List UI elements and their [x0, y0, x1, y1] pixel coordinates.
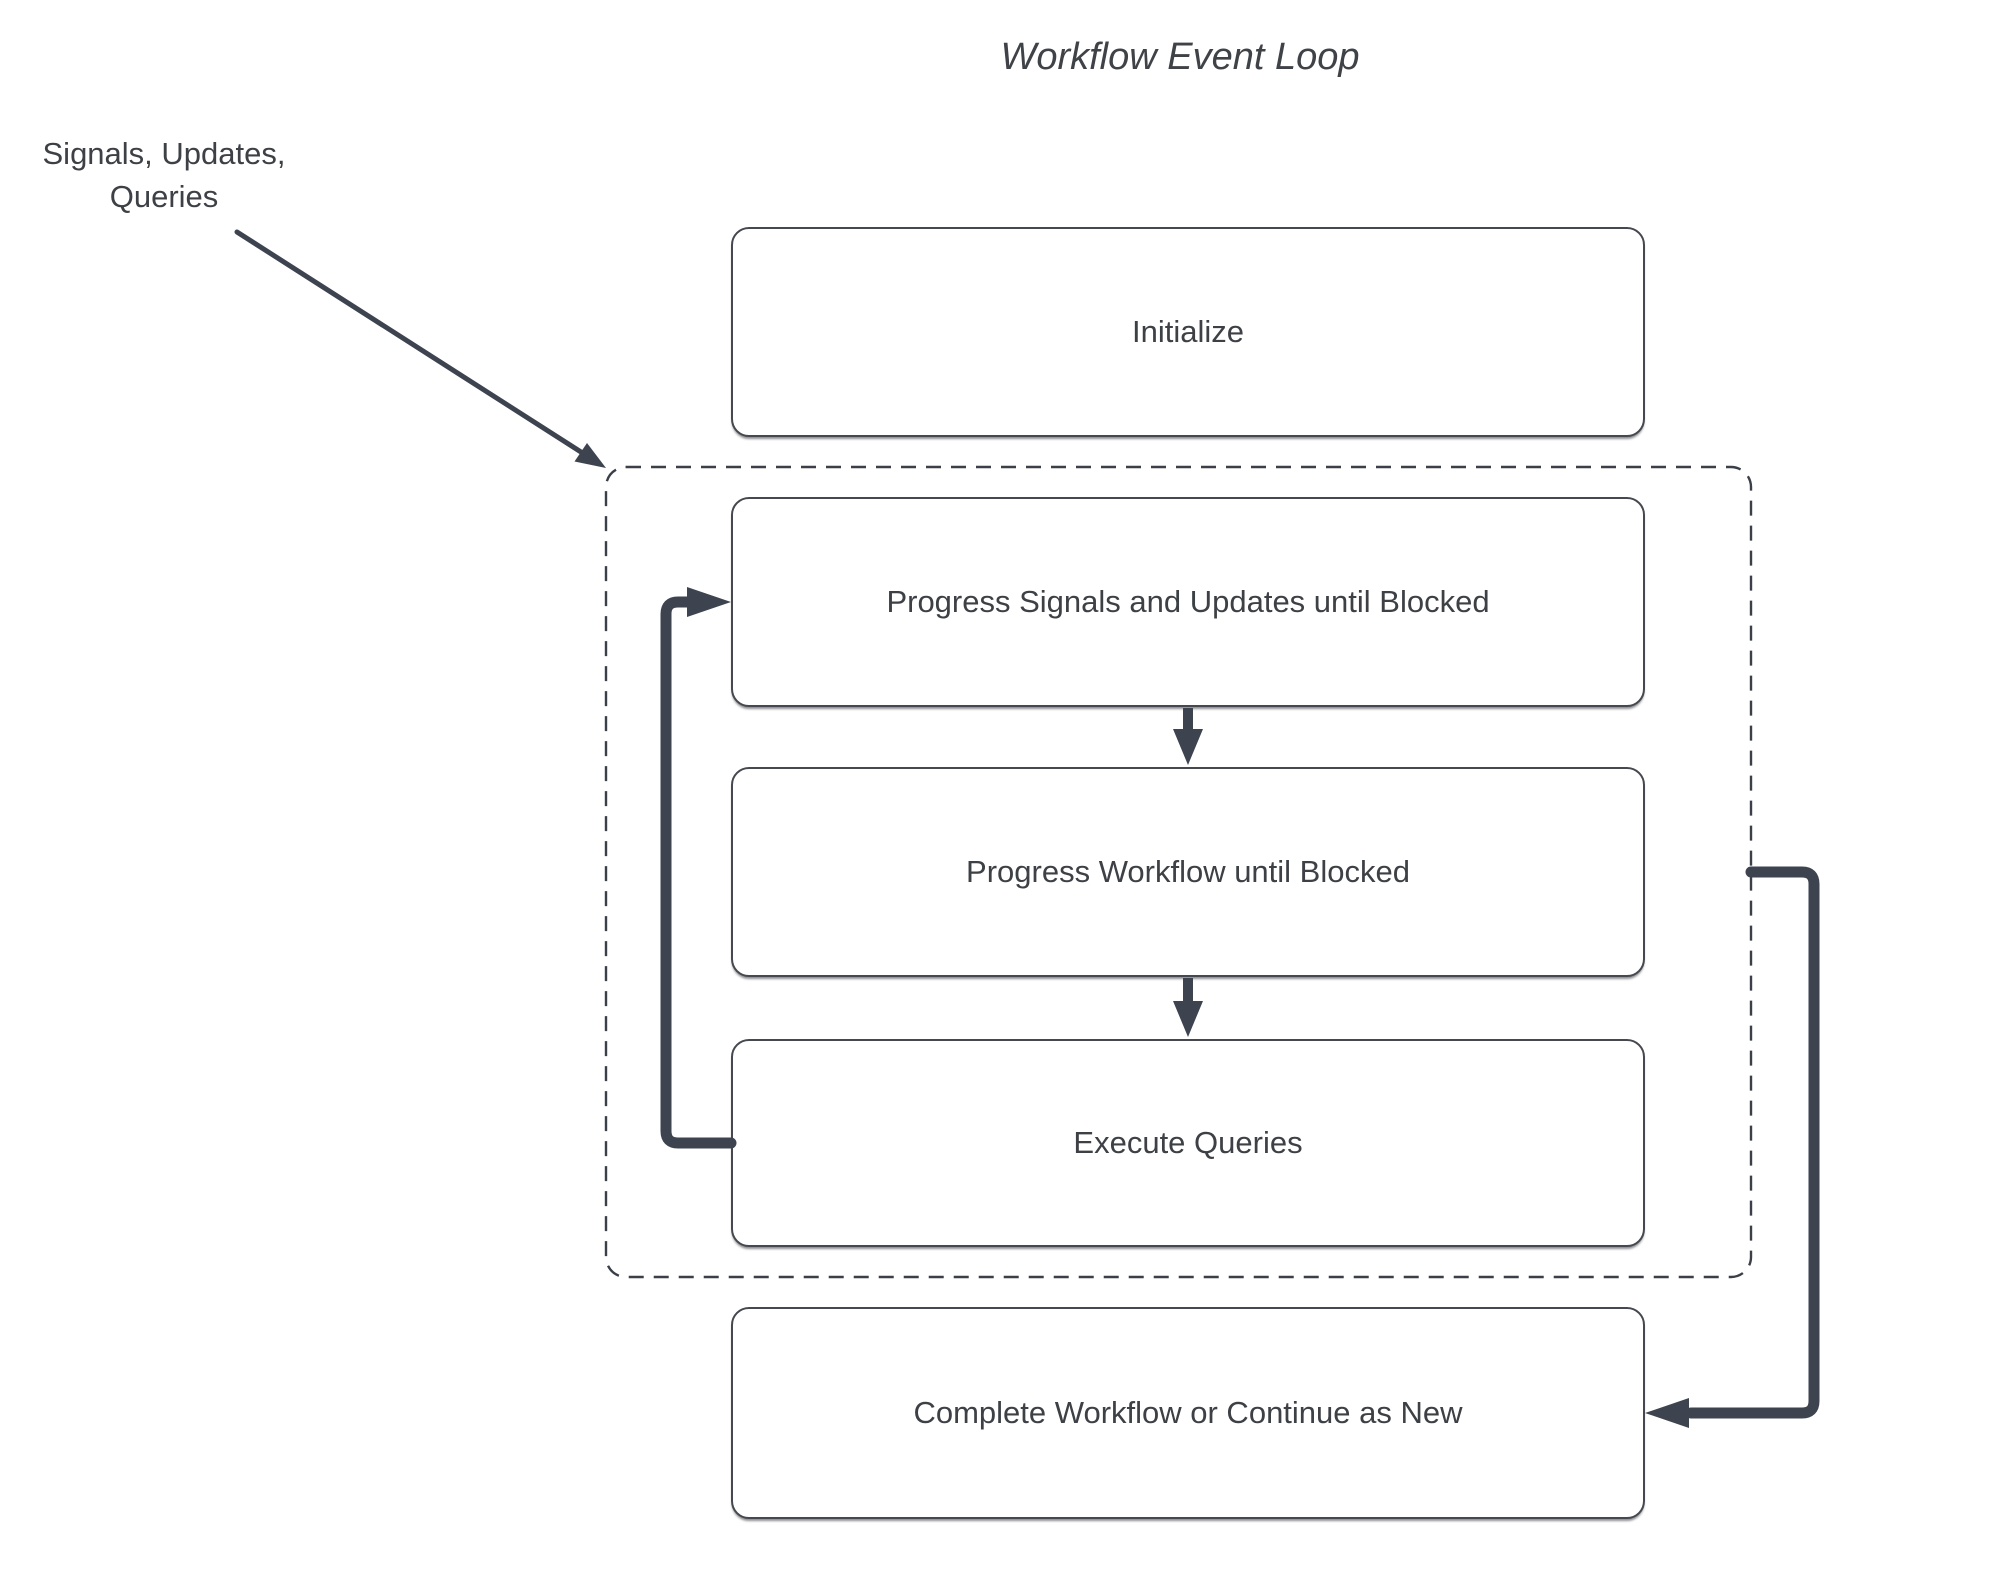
arrow-workflow-to-queries-icon: [1173, 978, 1203, 1037]
node-progress-workflow: Progress Workflow until Blocked: [731, 767, 1645, 977]
node-initialize-label: Initialize: [1132, 314, 1244, 349]
arrow-loop-to-complete-icon: [1645, 866, 1820, 1428]
arrow-queries-loop-back-icon: [660, 587, 737, 1149]
node-progress-workflow-label: Progress Workflow until Blocked: [966, 854, 1410, 889]
node-progress-signals-label: Progress Signals and Updates until Block…: [886, 584, 1490, 619]
arrow-signals-to-loop-icon: [234, 229, 606, 468]
node-initialize: Initialize: [731, 227, 1645, 437]
node-complete-workflow-label: Complete Workflow or Continue as New: [913, 1395, 1463, 1430]
diagram-title: Workflow Event Loop: [1000, 36, 1360, 78]
external-inputs-label: Signals, Updates, Queries: [42, 136, 286, 214]
arrow-progress-signals-to-workflow-icon: [1173, 708, 1203, 765]
node-progress-signals: Progress Signals and Updates until Block…: [731, 497, 1645, 707]
node-execute-queries-label: Execute Queries: [1073, 1125, 1303, 1160]
node-complete-workflow: Complete Workflow or Continue as New: [731, 1307, 1645, 1519]
node-execute-queries: Execute Queries: [731, 1039, 1645, 1247]
